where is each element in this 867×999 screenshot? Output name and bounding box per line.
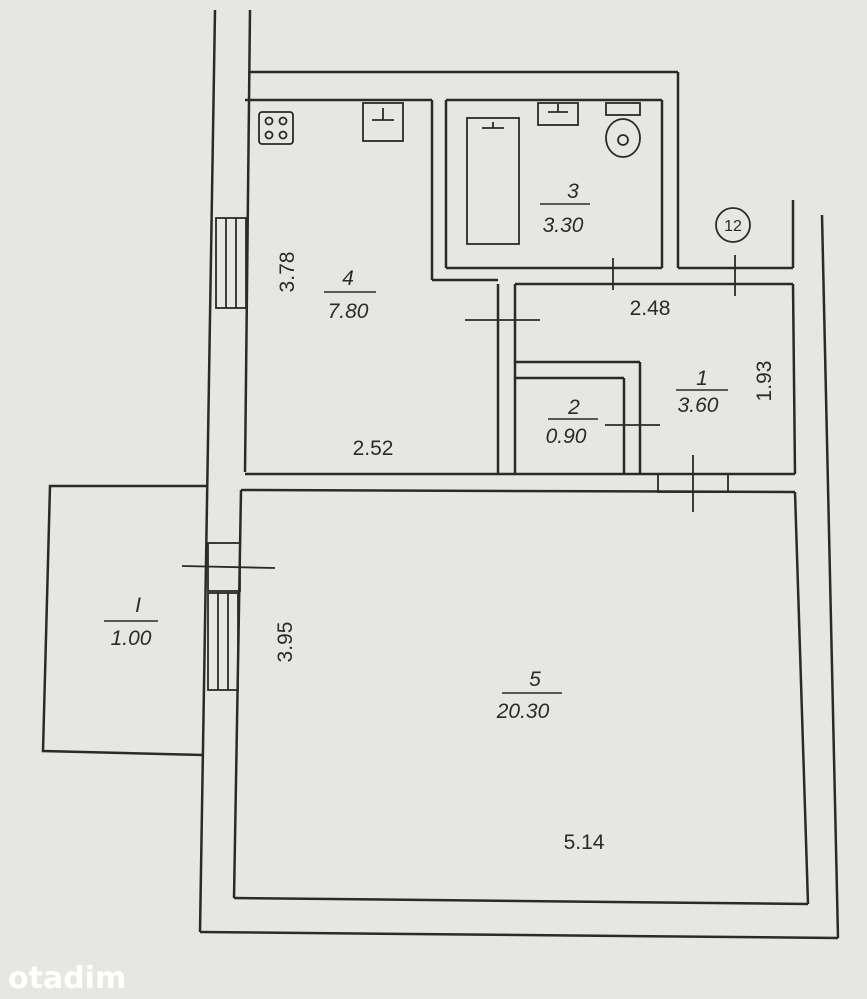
kitchen-sink-icon — [362, 102, 404, 142]
room-2-area: 0.90 — [546, 425, 587, 448]
dim-hall-width: 2.48 — [630, 297, 671, 320]
room-3-number: 3 — [567, 180, 579, 203]
window-living — [207, 592, 239, 691]
stove-icon — [258, 111, 294, 145]
room-5-number: 5 — [529, 668, 541, 691]
toilet-icon — [605, 102, 641, 158]
wall-left-outer — [198, 9, 217, 933]
dim-kitchen-height: 3.78 — [276, 252, 299, 293]
apartment-marker: 12 — [724, 218, 742, 235]
door-balcony-mark — [181, 565, 276, 569]
wall-living-bottom — [233, 896, 809, 906]
dim-kitchen-width: 2.52 — [353, 437, 394, 460]
room-1-area: 3.60 — [678, 394, 719, 417]
room-2-number: 2 — [567, 396, 580, 419]
window-kitchen — [215, 217, 247, 309]
wall-left-inner — [243, 9, 252, 473]
washbasin-icon — [537, 102, 579, 126]
room-5-area: 20.30 — [496, 700, 550, 723]
room-4-area: 7.80 — [328, 300, 369, 323]
bathtub-icon — [466, 117, 520, 245]
balcony-number: I — [135, 594, 141, 617]
room-1-number: 1 — [696, 367, 708, 390]
dim-living-width: 5.14 — [564, 831, 605, 854]
wall-right-outer — [820, 214, 840, 939]
wall-bottom-outer — [199, 930, 839, 940]
wall-hall-right — [791, 283, 797, 475]
room-4-number: 4 — [342, 267, 354, 290]
room-3-area: 3.30 — [543, 214, 584, 237]
balcony-outline — [41, 484, 206, 757]
balcony-area: 1.00 — [111, 627, 152, 650]
dim-hall-height: 1.93 — [753, 361, 776, 402]
apartment-marker-circle — [715, 207, 751, 243]
dim-living-height: 3.95 — [274, 622, 297, 663]
wall-living-right — [793, 491, 810, 905]
watermark-logo: otadim — [8, 961, 126, 996]
door-hall-living — [657, 473, 729, 493]
